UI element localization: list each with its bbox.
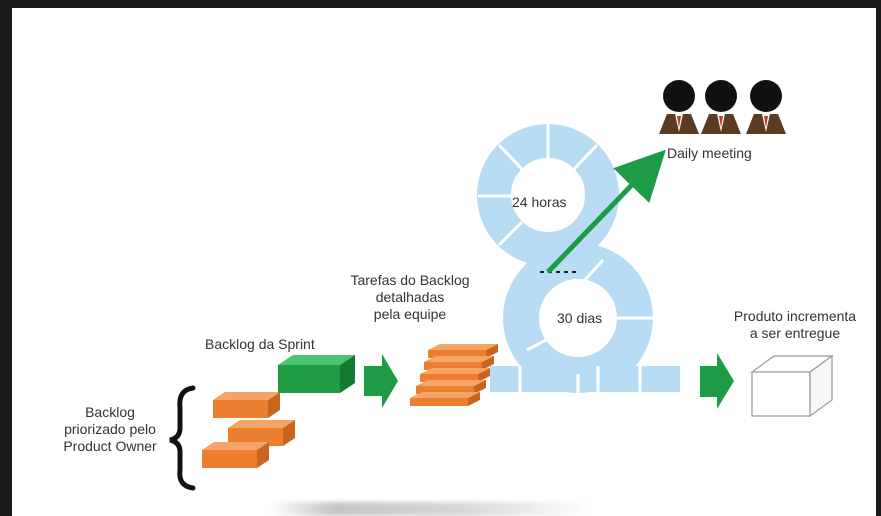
tasks-label: Tarefas do Backlog detalhadas pela equip… <box>335 272 485 323</box>
blurred-caption <box>270 502 590 516</box>
days-label: 30 dias <box>557 310 603 326</box>
product-backlog-blocks <box>202 392 295 468</box>
tasks-line: pela equipe <box>373 306 447 322</box>
frame-right-border <box>876 0 881 516</box>
tasks-line: Tarefas do Backlog <box>350 272 470 288</box>
person-icon <box>746 80 786 134</box>
flow-arrow <box>700 353 734 409</box>
backlog-po-line: priorizado pelo <box>64 421 156 437</box>
frame-top-border <box>0 0 881 8</box>
product-line: a ser entregue <box>749 325 841 341</box>
task-stack <box>410 344 498 406</box>
daily-arrow <box>546 149 666 274</box>
daily-meeting-label: Daily meeting <box>667 145 752 161</box>
sprint-cycle <box>477 124 680 393</box>
tasks-line: detalhadas <box>375 289 445 305</box>
person-icon <box>659 80 699 134</box>
curly-brace <box>169 385 196 491</box>
backlog-po-line: Backlog <box>85 404 135 420</box>
product-increment-box <box>750 354 834 418</box>
product-label: Produto incrementa a ser entregue <box>712 308 878 342</box>
sprint-backlog-block <box>278 355 355 393</box>
product-line: Produto incrementa <box>733 308 857 324</box>
backlog-block <box>228 420 295 446</box>
backlog-po-line: Product Owner <box>63 438 157 454</box>
backlog-block <box>213 392 280 418</box>
backlog-po-label: Backlog priorizado pelo Product Owner <box>40 404 180 455</box>
sprint-backlog-label: Backlog da Sprint <box>205 336 315 352</box>
backlog-block <box>202 442 269 468</box>
frame-left-border <box>0 0 12 516</box>
flow-arrow <box>364 354 398 408</box>
person-icon <box>701 80 741 134</box>
hours-label: 24 horas <box>512 194 567 210</box>
